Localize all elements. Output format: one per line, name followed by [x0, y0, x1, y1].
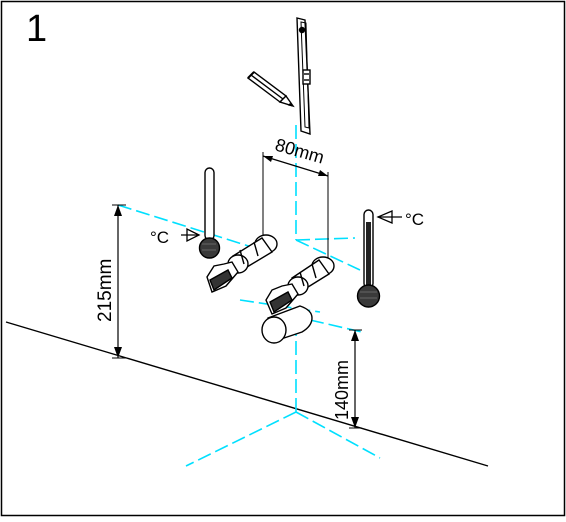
floor-right-guide: [295, 411, 381, 459]
center-horizontal-guide: [295, 237, 356, 241]
spirit-level-icon: [296, 17, 311, 135]
dimension-215: 215mm: [95, 204, 126, 359]
thermometer-icon: °C: [356, 209, 424, 308]
dimension-140-label: 140mm: [332, 360, 352, 420]
siphon-icon: [261, 305, 313, 344]
center-right-guide: [295, 239, 361, 271]
dimension-215-label: 215mm: [95, 259, 116, 322]
temperature-label-right: °C: [405, 210, 424, 229]
floor-left-guide: [185, 411, 297, 467]
dimension-140: 140mm: [332, 329, 362, 429]
floor-line: [5, 321, 489, 467]
thermometer-icon: °C: [150, 167, 221, 259]
angle-valve-icon: [206, 234, 278, 293]
step-number: 1: [26, 8, 48, 50]
pencil-icon: [246, 71, 295, 108]
temperature-label-left: °C: [150, 228, 169, 247]
upper-height-guide: [117, 204, 256, 249]
angle-valve-icon: [265, 256, 335, 315]
